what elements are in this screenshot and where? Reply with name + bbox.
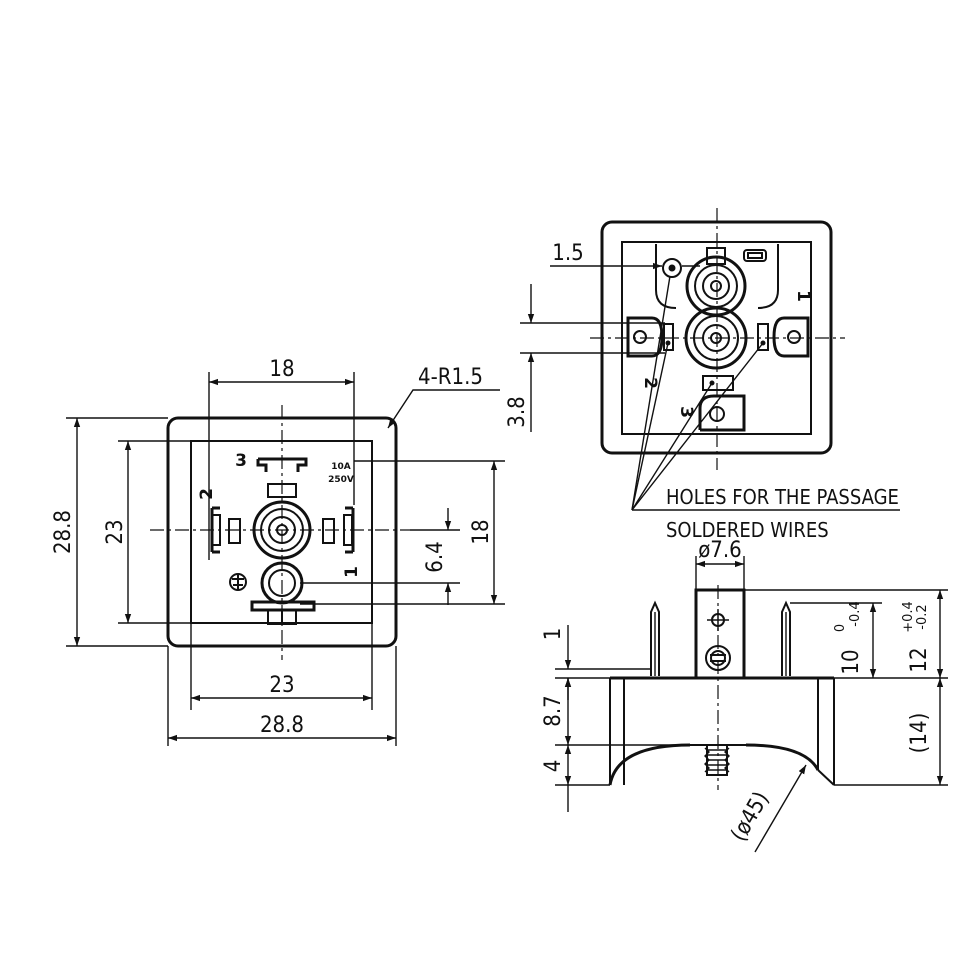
front-dim-inner-width: 23	[269, 673, 294, 698]
back-wire-hole	[662, 258, 682, 278]
side-pin-right	[781, 600, 791, 676]
side-tol-12-lower: -0.2	[915, 604, 930, 629]
front-dim-inner-height: 23	[103, 519, 128, 544]
front-dim-overall-width: 28.8	[260, 713, 304, 738]
back-pin-3-label: 3	[676, 406, 696, 418]
side-dim-45: (ø45)	[726, 788, 774, 846]
side-pin-left	[650, 600, 660, 676]
front-rating-line2: 250V	[328, 475, 354, 485]
front-terminal-2	[210, 506, 241, 554]
front-ground-symbol	[229, 573, 247, 591]
back-dim-hole: 1.5	[552, 241, 583, 266]
side-dim-4: 4	[541, 760, 566, 773]
back-terminal-1	[757, 316, 810, 358]
front-terminal-1	[322, 506, 355, 554]
front-pin-3-label: 3	[235, 451, 247, 471]
back-pin-2-label: 2	[640, 377, 660, 389]
back-note-line2: SOLDERED WIRES	[666, 518, 829, 542]
back-terminal-3	[698, 375, 746, 432]
side-tol-12-upper: +0.4	[901, 601, 916, 633]
front-dim-offset: 6.4	[423, 541, 448, 572]
side-dim-1: 1	[541, 628, 566, 641]
front-pin-1-label: 1	[342, 566, 362, 578]
front-dim-overall-height: 28.8	[51, 510, 76, 554]
side-dim-diameter: ø7.6	[698, 538, 742, 563]
side-dim-12: 12	[907, 647, 932, 672]
side-dim-45-leader	[754, 764, 807, 853]
front-bottom-terminal	[250, 600, 316, 625]
back-note-line1: HOLES FOR THE PASSAGE	[666, 485, 899, 509]
side-body	[608, 676, 835, 786]
front-dim-right-height: 18	[469, 519, 494, 544]
side-tol-10-upper: 0	[833, 624, 848, 632]
back-pin-1-label: 1	[793, 290, 813, 302]
back-note-leaders	[631, 275, 900, 511]
back-view: 1 2 3 1.5 3.8 HOLES FOR THE PASSAGE SOLD…	[505, 208, 900, 542]
back-center-contact	[684, 306, 748, 370]
front-dim-top-width: 18	[269, 357, 294, 382]
side-threaded-insert	[704, 744, 730, 776]
front-terminal-3	[256, 457, 308, 498]
front-corner-radius: 4-R1.5	[418, 365, 483, 390]
front-rating-line1: 10A	[331, 462, 351, 472]
front-pin-2-label: 2	[197, 488, 217, 500]
side-dim-8-7: 8.7	[541, 695, 566, 726]
side-dim-14: (14)	[907, 713, 932, 754]
side-view: ø7.6 1 8.7 4 10 0 -0.4 12 +0.4 -0.2 (14)…	[541, 538, 948, 853]
front-view: 2 3 1 10A 250V 18 4-R1.5 28.8 23 18 6.4	[51, 357, 505, 746]
side-center-plate	[694, 588, 746, 680]
back-dim-offset: 3.8	[505, 396, 530, 427]
side-tol-10-lower: -0.4	[848, 601, 863, 626]
front-radius-leader	[387, 389, 500, 429]
side-dim-10: 10	[839, 649, 864, 674]
front-center-contact	[252, 500, 312, 560]
